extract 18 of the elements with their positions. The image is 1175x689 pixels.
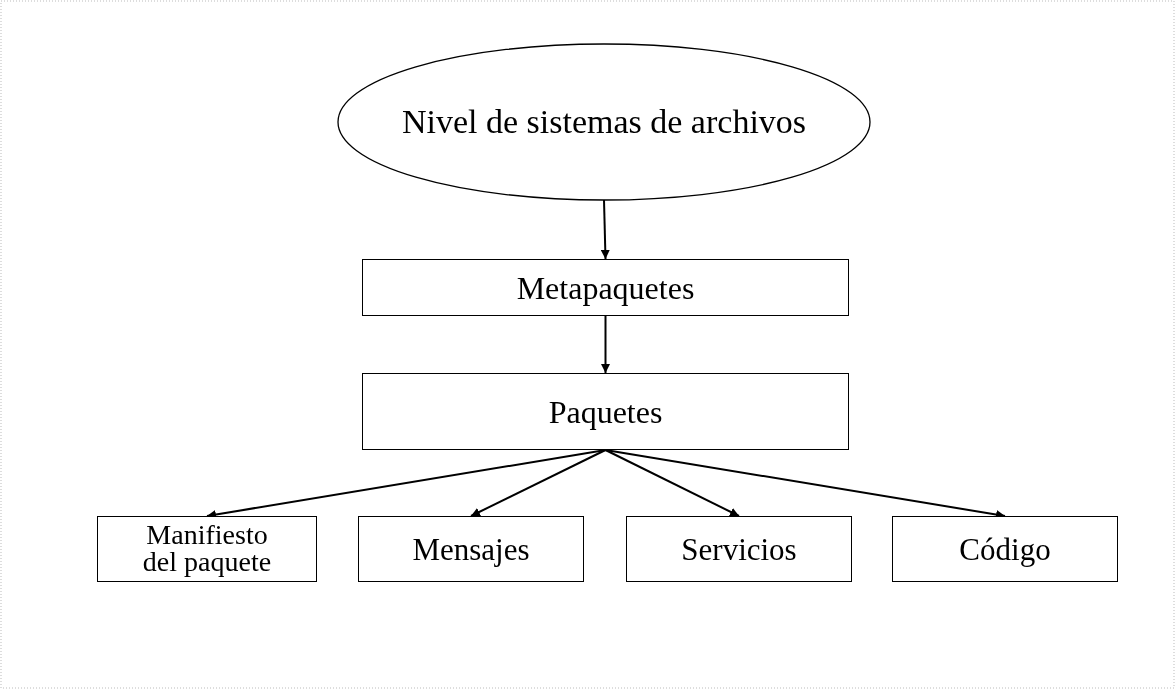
ellipse-node: [337, 43, 871, 201]
process-box: [362, 259, 849, 316]
arrow: [601, 315, 610, 374]
process-box: [362, 373, 849, 450]
process-box: [358, 516, 584, 582]
process-box: [892, 516, 1118, 582]
process-box: [626, 516, 852, 582]
node-label: Nivel de sistemas de archivos: [401, 105, 807, 139]
node-label: Manifiesto del paquete: [141, 522, 273, 576]
arrow: [604, 449, 740, 517]
process-box: [97, 516, 317, 582]
node-label: Código: [959, 533, 1051, 565]
node-label: Metapaquetes: [516, 271, 695, 304]
node-label: Mensajes: [412, 533, 530, 565]
node-label: Servicios: [681, 533, 797, 565]
arrow: [600, 199, 610, 260]
node-label: Paquetes: [548, 395, 663, 428]
arrow: [470, 449, 607, 517]
